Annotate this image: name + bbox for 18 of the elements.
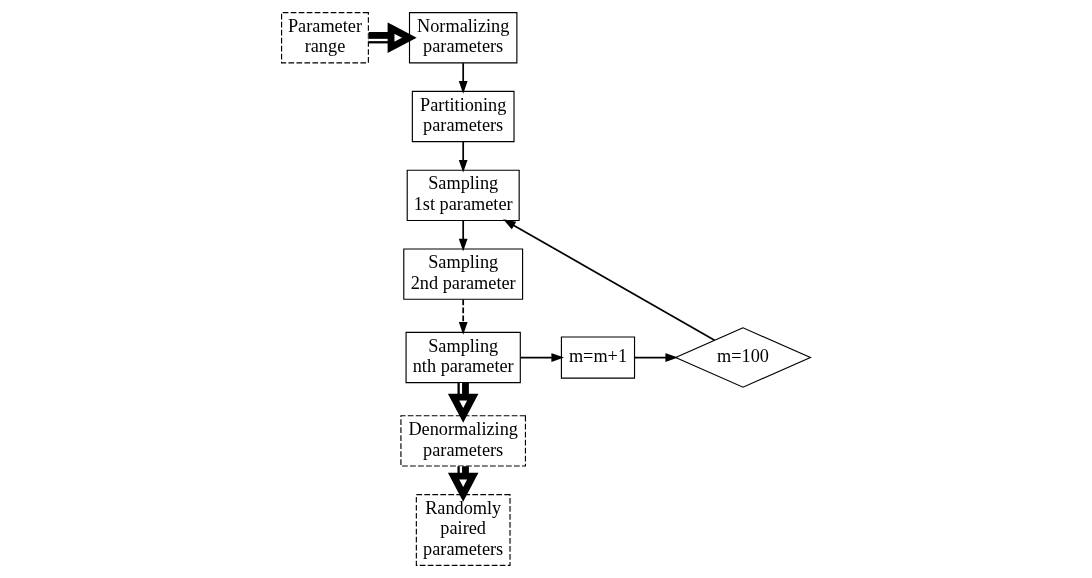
node-box: Partitioning parameters <box>411 90 515 143</box>
node-box: Randomly paired parameters <box>415 494 511 566</box>
node-box: Sampling 1st parameter <box>406 169 520 222</box>
arrow <box>368 22 417 53</box>
arrow <box>503 219 716 341</box>
arrow <box>458 298 468 335</box>
node-diamond: m=100 <box>674 327 812 388</box>
arrow <box>458 141 468 173</box>
node-box: Parameter range <box>281 12 369 64</box>
node-box: Sampling nth parameter <box>405 331 521 384</box>
arrow <box>458 62 468 94</box>
arrow <box>633 353 678 362</box>
arrow <box>519 353 564 362</box>
node-box: m=m+1 <box>560 336 636 379</box>
node-box: Sampling 2nd parameter <box>403 248 524 300</box>
arrow <box>458 219 468 252</box>
node-box: Normalizing parameters <box>408 12 518 64</box>
node-box: Denormalizing parameters <box>400 415 526 467</box>
